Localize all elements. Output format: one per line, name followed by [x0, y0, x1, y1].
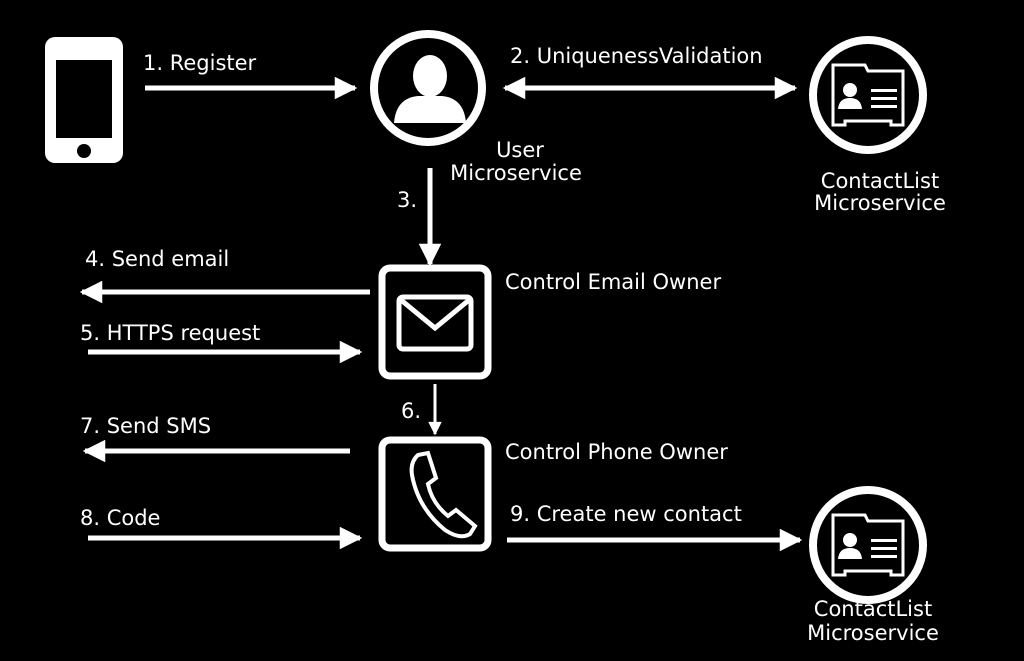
- contactlist-label: ContactList: [814, 597, 932, 621]
- step-5-label: 5. HTTPS request: [80, 321, 260, 345]
- step-8-label: 8. Code: [80, 506, 160, 530]
- contactlist-label: ContactList: [821, 169, 939, 193]
- control-email-owner-label: Control Email Owner: [505, 270, 721, 294]
- contact-list-icon: [809, 486, 927, 604]
- user-microservice-label-2: Microservice: [450, 161, 582, 185]
- user-microservice-label: User: [496, 138, 544, 162]
- contact-list-icon: [809, 36, 927, 154]
- step-4-label: 4. Send email: [85, 247, 229, 271]
- user-microservice-icon: [370, 30, 486, 146]
- step-1-label: 1. Register: [143, 51, 257, 75]
- contactlist-label-2: Microservice: [807, 621, 939, 645]
- step-6-label: 6.: [401, 399, 421, 423]
- contactlist-label-2: Microservice: [814, 191, 946, 215]
- step-7-label: 7. Send SMS: [80, 414, 211, 438]
- mobile-phone-icon: [45, 37, 123, 163]
- email-envelope-icon: [378, 264, 492, 380]
- step-2-label: 2. UniquenessValidation: [510, 44, 763, 68]
- telephone-handset-icon: [378, 436, 492, 552]
- step-3-label: 3.: [397, 188, 417, 212]
- control-phone-owner-label: Control Phone Owner: [505, 440, 728, 464]
- step-9-label: 9. Create new contact: [510, 502, 742, 526]
